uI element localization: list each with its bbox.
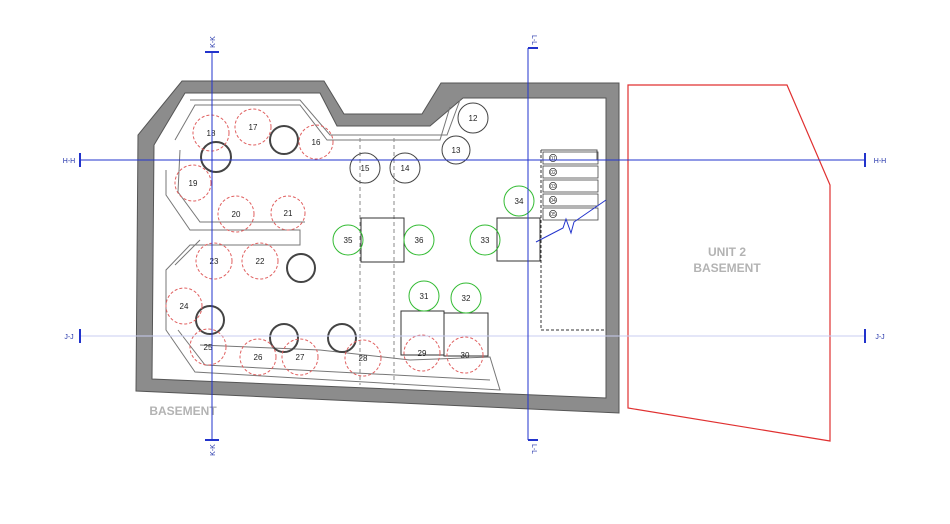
point-12: 12 xyxy=(457,102,489,134)
basement-wall xyxy=(135,80,620,414)
point-29: 29 xyxy=(403,334,441,372)
grid-label-kk-top: K-K xyxy=(210,36,217,48)
stair-number-ring xyxy=(549,210,557,218)
point-28: 28 xyxy=(344,339,382,377)
grid-label-jj-right: J-J xyxy=(875,334,884,341)
point-32: 32 xyxy=(450,282,482,314)
stair-break-line xyxy=(535,199,607,243)
svg-text:13: 13 xyxy=(452,146,461,155)
stair-number: 02 xyxy=(550,170,556,176)
stair-step xyxy=(542,207,599,221)
stair-enclosure xyxy=(540,150,606,331)
point-21: 21 xyxy=(270,195,306,231)
bed-outline xyxy=(165,99,501,391)
svg-text:28: 28 xyxy=(359,354,368,363)
svg-text:35: 35 xyxy=(344,236,353,245)
unlabeled-circle xyxy=(195,305,225,335)
svg-text:26: 26 xyxy=(254,353,263,362)
svg-text:33: 33 xyxy=(481,236,490,245)
grid-label-hh-right: H-H xyxy=(874,158,886,165)
point-24: 24 xyxy=(165,287,203,325)
svg-text:23: 23 xyxy=(210,257,219,266)
svg-text:18: 18 xyxy=(207,129,216,138)
svg-text:36: 36 xyxy=(415,236,424,245)
point-27: 27 xyxy=(281,338,319,376)
point-20: 20 xyxy=(217,195,255,233)
stair-number: 04 xyxy=(550,198,556,204)
svg-text:19: 19 xyxy=(189,179,198,188)
point-22: 22 xyxy=(241,242,279,280)
point-35: 35 xyxy=(332,224,364,256)
point-33: 33 xyxy=(469,224,501,256)
unlabeled-circle xyxy=(327,323,357,353)
stair-number: 03 xyxy=(550,184,556,190)
unit2-label-line1: UNIT 2 xyxy=(708,245,746,259)
grid-label-hh-left: H-H xyxy=(63,158,75,165)
point-16: 16 xyxy=(298,124,334,160)
unlabeled-circle xyxy=(200,141,232,173)
point-13: 13 xyxy=(441,135,471,165)
svg-text:22: 22 xyxy=(256,257,265,266)
svg-text:24: 24 xyxy=(180,302,189,311)
svg-text:15: 15 xyxy=(361,164,370,173)
point-31: 31 xyxy=(408,280,440,312)
equipment-box xyxy=(443,312,489,357)
stair-number-ring xyxy=(549,196,557,204)
svg-text:29: 29 xyxy=(418,349,427,358)
svg-text:16: 16 xyxy=(312,138,321,147)
stair-step xyxy=(542,179,599,193)
stair-number-ring xyxy=(549,168,557,176)
svg-text:31: 31 xyxy=(420,292,429,301)
grid-label-jj-left: J-J xyxy=(64,334,73,341)
svg-text:32: 32 xyxy=(462,294,471,303)
svg-text:17: 17 xyxy=(249,123,258,132)
stair-step xyxy=(542,193,599,207)
point-30: 30 xyxy=(446,336,484,374)
unit2-outline xyxy=(627,84,831,442)
equipment-box xyxy=(360,217,405,263)
stair-step xyxy=(542,165,599,179)
stair-number: 05 xyxy=(550,212,556,218)
unlabeled-circle xyxy=(269,323,299,353)
grid-label-ll-bottom: L-L xyxy=(530,444,537,454)
svg-text:21: 21 xyxy=(284,209,293,218)
svg-text:12: 12 xyxy=(469,114,478,123)
equipment-box xyxy=(496,217,541,262)
point-34: 34 xyxy=(503,185,535,217)
stair-number-ring xyxy=(549,182,557,190)
stair-step xyxy=(542,151,599,165)
grid-label-kk-bottom: K-K xyxy=(210,444,217,456)
point-19: 19 xyxy=(174,164,212,202)
point-15: 15 xyxy=(349,152,381,184)
point-23: 23 xyxy=(195,242,233,280)
stair-number: 01 xyxy=(550,156,556,162)
basement-label: BASEMENT xyxy=(149,404,217,418)
svg-text:27: 27 xyxy=(296,353,305,362)
point-14: 14 xyxy=(389,152,421,184)
point-36: 36 xyxy=(403,224,435,256)
svg-text:30: 30 xyxy=(461,351,470,360)
point-18: 18 xyxy=(192,114,230,152)
point-25: 25 xyxy=(189,328,227,366)
unlabeled-circle xyxy=(269,125,299,155)
svg-text:34: 34 xyxy=(515,197,524,206)
svg-text:25: 25 xyxy=(204,343,213,352)
unlabeled-circle xyxy=(286,253,316,283)
svg-text:14: 14 xyxy=(401,164,410,173)
point-26: 26 xyxy=(239,338,277,376)
point-17: 17 xyxy=(234,108,272,146)
svg-text:20: 20 xyxy=(232,210,241,219)
grid-label-ll-top: L-L xyxy=(530,35,537,45)
unit2-label-line2: BASEMENT xyxy=(693,261,761,275)
